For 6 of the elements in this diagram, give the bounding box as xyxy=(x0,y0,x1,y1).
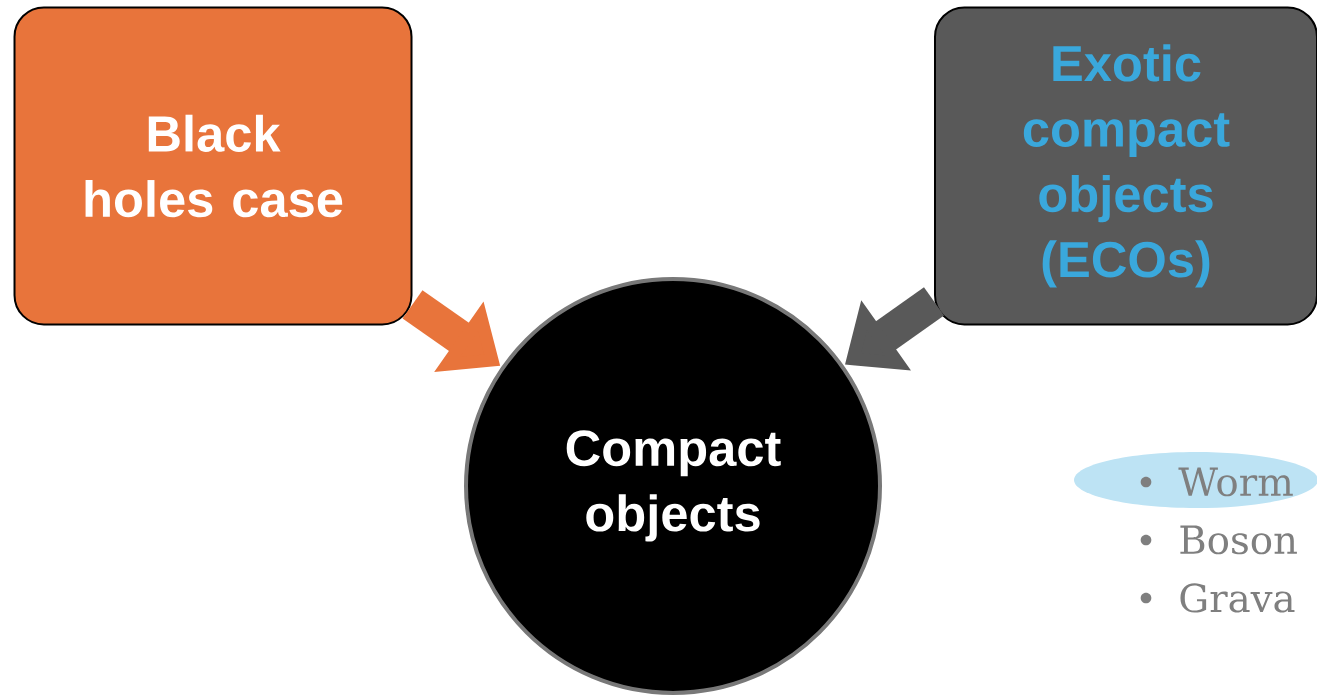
process-box: Exotic compact objects (ECOs) xyxy=(934,6,1317,326)
list-item: Worm xyxy=(1178,467,1293,497)
list-item: Boson xyxy=(1180,525,1297,555)
circle-node: Compact objects xyxy=(464,277,882,695)
process-box: Black holes case xyxy=(13,6,413,326)
list-item: Grava xyxy=(1180,583,1295,613)
